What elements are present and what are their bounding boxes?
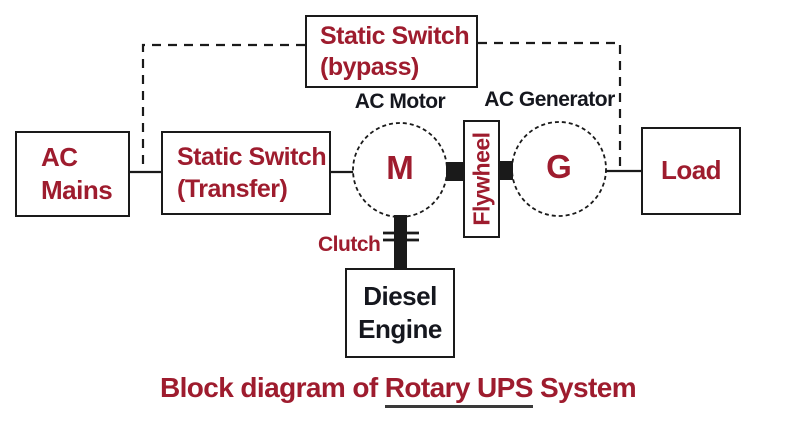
- shaft-flywheel-generator: [497, 161, 513, 180]
- static-switch-bypass-block: Static Switch (bypass): [305, 15, 478, 88]
- bypass-label-line2: (bypass): [320, 52, 419, 81]
- load-block: Load: [641, 127, 741, 215]
- diesel-engine-block: Diesel Engine: [345, 268, 455, 358]
- diesel-engine-label-line2: Engine: [358, 314, 442, 344]
- transfer-label-line2: (Transfer): [177, 175, 288, 203]
- ac-mains-label-line1: AC: [41, 141, 78, 172]
- motor-symbol: M: [386, 149, 414, 186]
- load-label: Load: [660, 155, 722, 186]
- shaft-engine-motor: [394, 215, 407, 269]
- static-switch-transfer-block: Static Switch (Transfer): [161, 131, 331, 215]
- generator-symbol: G: [546, 148, 572, 185]
- bypass-dashed-wire-left: [141, 43, 305, 173]
- diesel-engine-label-line1: Diesel: [363, 280, 437, 311]
- diagram-title: Block diagram of Rotary UPS System: [0, 372, 796, 408]
- shaft-motor-flywheel: [446, 162, 465, 181]
- ac-mains-label-line2: Mains: [41, 175, 113, 205]
- title-suffix: System: [539, 372, 637, 403]
- ac-motor-caption: AC Motor: [354, 90, 446, 113]
- ac-mains-block: AC Mains: [15, 131, 130, 217]
- clutch-label: Clutch: [318, 233, 381, 256]
- transfer-label-line1: Static Switch: [177, 143, 327, 171]
- bypass-dashed-wire-right: [478, 41, 622, 172]
- title-prefix: Block diagram of: [160, 372, 378, 403]
- bypass-label-line1: Static Switch: [320, 22, 470, 50]
- ac-generator-caption: AC Generator: [484, 88, 615, 111]
- title-underlined-text: Rotary UPS: [384, 372, 533, 408]
- flywheel-label: Flywheel: [468, 132, 494, 226]
- flywheel-block: Flywheel: [463, 120, 500, 238]
